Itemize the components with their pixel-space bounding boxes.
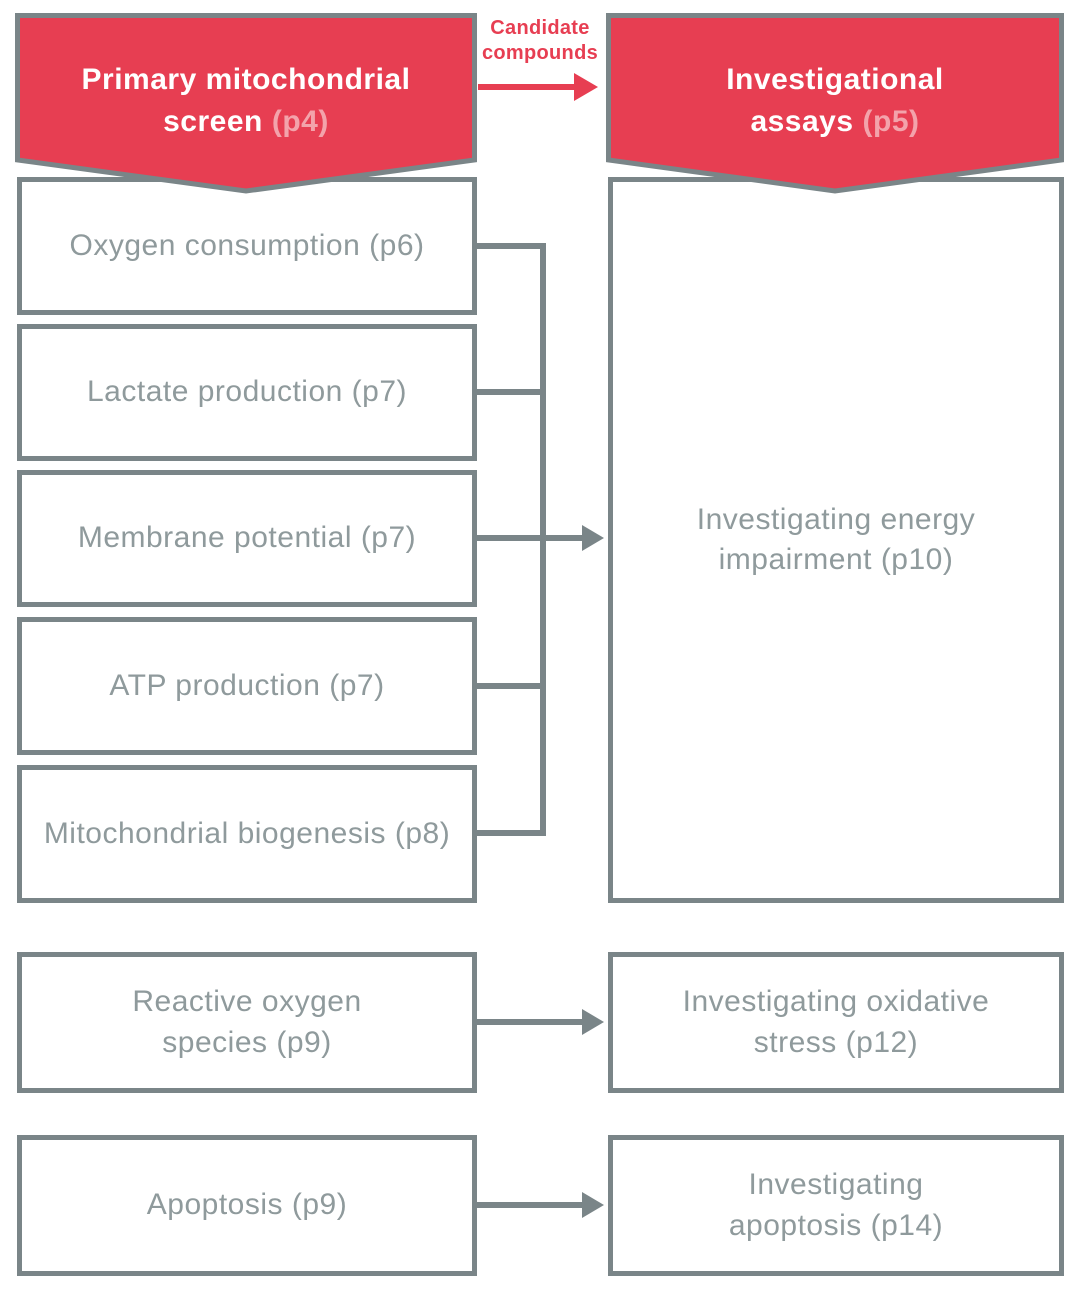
box-lactate-production: Lactate production (p7) xyxy=(17,324,477,461)
connector-branch-lactate xyxy=(460,389,546,395)
connector-spine xyxy=(540,243,546,836)
box-membrane-potential-label: Membrane potential (p7) xyxy=(77,521,417,555)
connector-branch-atp xyxy=(460,683,546,689)
box-energy-impairment: Investigating energy impairment (p10) xyxy=(608,177,1064,903)
box-lactate-production-label: Lactate production (p7) xyxy=(86,375,408,409)
box-mitochondrial-biogenesis-label: Mitochondrial biogenesis (p8) xyxy=(43,816,451,850)
candidate-compounds-arrowhead-icon xyxy=(574,73,598,101)
arrowhead-energy-icon xyxy=(582,525,604,551)
connector-branch-oxygen xyxy=(460,243,546,249)
box-investigating-apoptosis-label: Investigating apoptosis (p14) xyxy=(728,1168,944,1242)
primary-screen-banner-ribbon xyxy=(15,13,477,194)
arrow-apoptosis-shaft xyxy=(477,1202,584,1208)
investigational-assays-banner-shape xyxy=(606,13,1064,194)
box-reactive-oxygen-species: Reactive oxygen species (p9) xyxy=(17,952,477,1093)
box-apoptosis-label: Apoptosis (p9) xyxy=(146,1188,348,1222)
primary-screen-banner-shape xyxy=(15,13,477,194)
box-investigating-apoptosis: Investigating apoptosis (p14) xyxy=(608,1135,1064,1276)
box-oxygen-consumption: Oxygen consumption (p6) xyxy=(17,177,477,315)
box-mitochondrial-biogenesis: Mitochondrial biogenesis (p8) xyxy=(17,765,477,903)
box-atp-production: ATP production (p7) xyxy=(17,617,477,755)
arrowhead-oxidative-icon xyxy=(582,1009,604,1035)
arrowhead-apoptosis-icon xyxy=(582,1192,604,1218)
box-membrane-potential: Membrane potential (p7) xyxy=(17,470,477,607)
arrow-oxidative-shaft xyxy=(477,1019,584,1025)
box-oxidative-stress: Investigating oxidative stress (p12) xyxy=(608,952,1064,1093)
box-atp-production-label: ATP production (p7) xyxy=(109,668,385,702)
box-oxygen-consumption-label: Oxygen consumption (p6) xyxy=(69,228,425,262)
connector-branch-biogenesis xyxy=(460,830,546,836)
box-reactive-oxygen-species-label: Reactive oxygen species (p9) xyxy=(132,985,362,1059)
connector-branch-membrane xyxy=(460,535,584,541)
box-energy-impairment-label: Investigating energy impairment (p10) xyxy=(696,502,976,577)
box-oxidative-stress-label: Investigating oxidative stress (p12) xyxy=(682,985,990,1059)
box-apoptosis: Apoptosis (p9) xyxy=(17,1135,477,1276)
candidate-compounds-label: Candidate compounds xyxy=(481,17,599,64)
candidate-compounds-arrow xyxy=(478,84,576,90)
investigational-assays-banner-ribbon xyxy=(606,13,1064,194)
